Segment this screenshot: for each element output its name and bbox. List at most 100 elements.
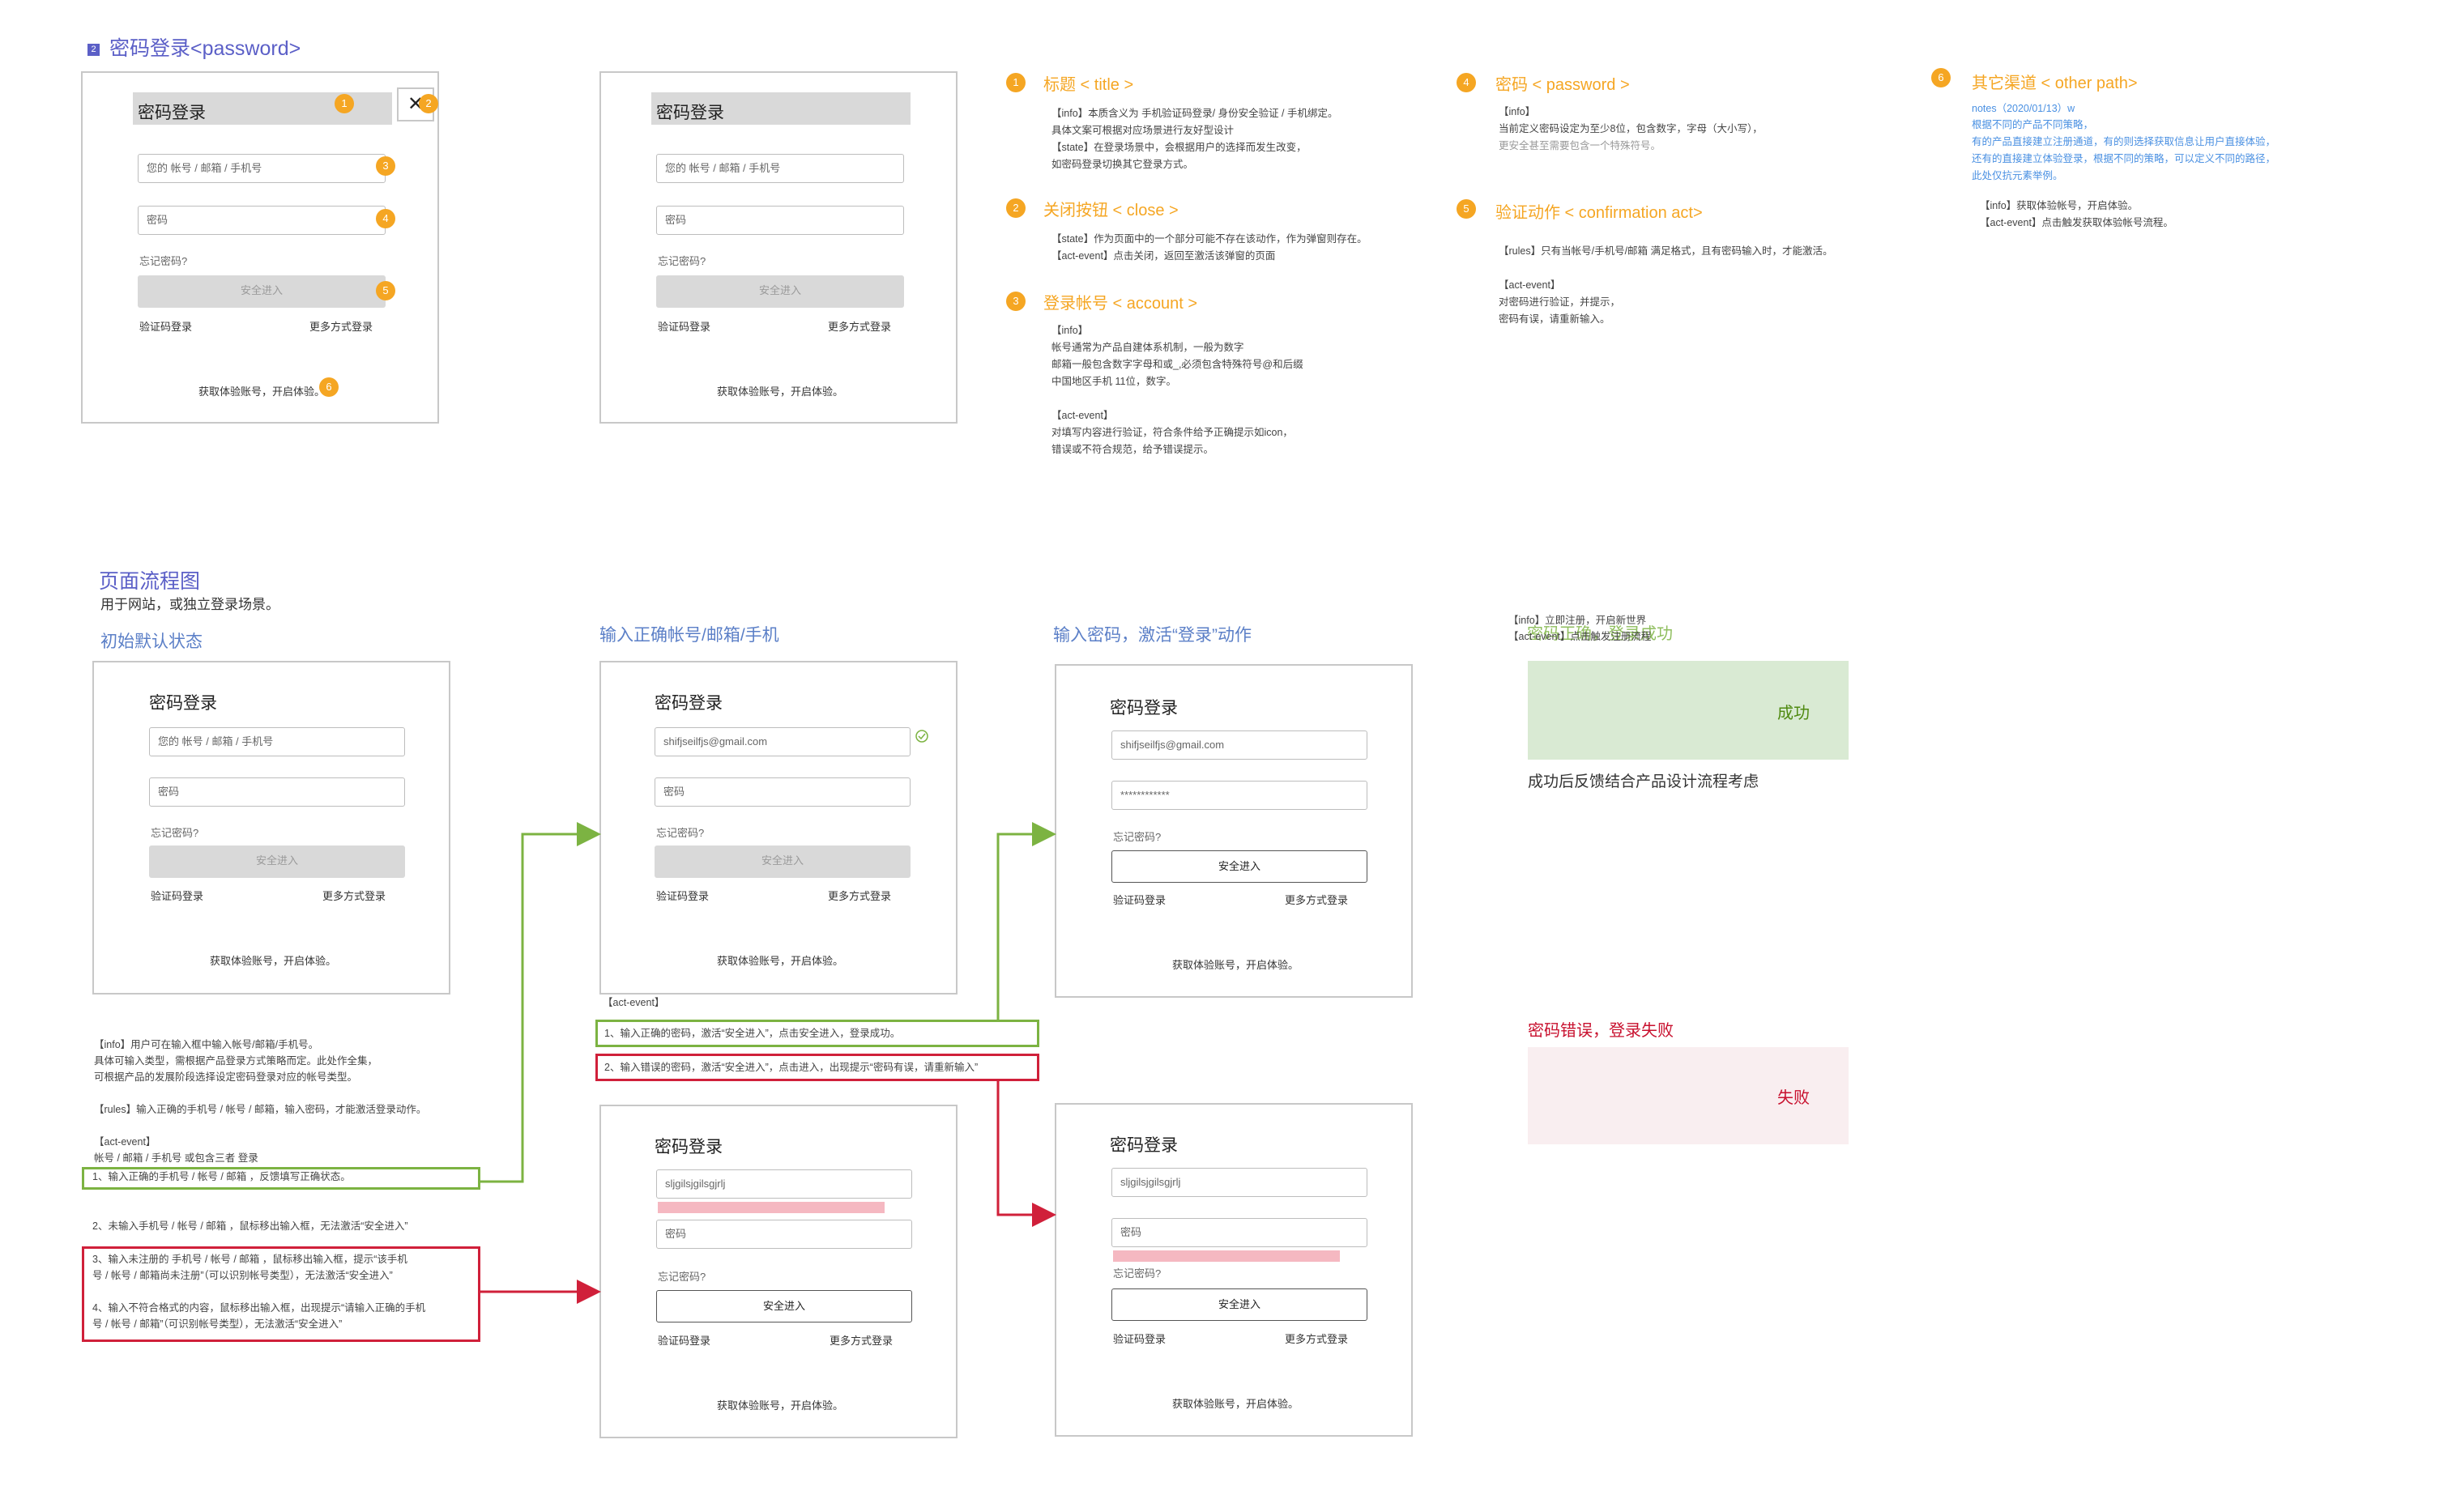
annotation-4-badge: 4 xyxy=(1457,73,1476,92)
annotation-4-title: 密码 < password > xyxy=(1495,76,1630,94)
flow-card-password-active: 密码登录 shifjseilfjs@gmail.com ************… xyxy=(1055,664,1413,998)
sms-login-link[interactable]: 验证码登录 xyxy=(1113,1333,1167,1345)
marker-6: 6 xyxy=(319,377,339,397)
password-input[interactable]: 密码 xyxy=(1111,1218,1367,1247)
more-login-link[interactable]: 更多方式登录 xyxy=(828,890,892,902)
account-input[interactable]: shifjseilfjs@gmail.com xyxy=(655,727,911,756)
submit-button[interactable]: 安全进入 xyxy=(655,845,911,878)
annotation-4-note: 更安全甚至需要包含一个特殊符号。 xyxy=(1499,140,1661,151)
success-info-note: 【info】立即注册，开启新世界 xyxy=(1508,615,1647,626)
check-icon xyxy=(915,730,928,743)
flow-card-password-error: 密码登录 sljgilsjgilsgjrlj 密码 忘记密码? 安全进入 验证码… xyxy=(1055,1103,1413,1437)
submit-button[interactable]: 安全进入 xyxy=(656,1290,912,1322)
success-caption: 成功后反馈结合产品设计流程考虑 xyxy=(1528,773,1759,790)
success-event-note: 【act-event】点击触发注册流程 xyxy=(1508,631,1652,642)
trial-link[interactable]: 获取体验账号，开启体验。 xyxy=(1171,959,1299,971)
annotation-5-body: 【rules】只有当帐号/手机号/邮箱 满足格式，且有密码输入时，才能激活。 【… xyxy=(1499,245,1833,325)
trial-link[interactable]: 获取体验账号，开启体验。 xyxy=(716,385,843,398)
green-frame-2 xyxy=(595,1020,1039,1047)
item-2-text: 2、未输入手机号 / 帐号 / 邮箱 ，鼠标移出输入框，无法激活“安全进入” xyxy=(92,1220,408,1232)
sms-login-link[interactable]: 验证码登录 xyxy=(656,890,710,902)
more-login-link[interactable]: 更多方式登录 xyxy=(322,890,386,902)
success-box: 成功 xyxy=(1528,661,1849,760)
password-error-bar xyxy=(1113,1250,1340,1262)
login-title: 密码登录 xyxy=(655,1138,723,1156)
forgot-password-link[interactable]: 忘记密码? xyxy=(656,827,705,839)
account-input[interactable]: shifjseilfjs@gmail.com xyxy=(1111,730,1367,760)
more-login-link[interactable]: 更多方式登录 xyxy=(1285,894,1349,906)
trial-link[interactable]: 获取体验账号，开启体验。 xyxy=(716,1399,843,1412)
red-frame-2 xyxy=(595,1054,1039,1081)
trial-link[interactable]: 获取体验账号，开启体验。 xyxy=(209,955,336,967)
flow-card-account-error: 密码登录 sljgilsjgilsgjrlj 密码 忘记密码? 安全进入 验证码… xyxy=(599,1105,958,1438)
flow-card-default: 密码登录 您的 帐号 / 邮箱 / 手机号 密码 忘记密码? 安全进入 验证码登… xyxy=(92,661,450,995)
fail-box-label: 失败 xyxy=(1777,1089,1810,1107)
submit-button[interactable]: 安全进入 xyxy=(1111,1288,1367,1321)
password-input[interactable]: 密码 xyxy=(149,777,405,807)
password-input[interactable]: 密码 xyxy=(138,206,386,235)
password-input[interactable]: 密码 xyxy=(655,777,911,807)
flow-title: 页面流程图 xyxy=(99,570,201,593)
sms-login-link[interactable]: 验证码登录 xyxy=(151,890,204,902)
arrow-password-ok xyxy=(996,822,1056,1020)
green-item-text: 1、输入正确的手机号 / 帐号 / 邮箱 ，反馈填写正确状态。 xyxy=(92,1171,351,1182)
marker-4: 4 xyxy=(376,209,395,228)
trial-link[interactable]: 获取体验账号，开启体验。 xyxy=(716,955,843,967)
password-input[interactable]: 密码 xyxy=(656,206,904,235)
sms-login-link[interactable]: 验证码登录 xyxy=(139,321,193,333)
trial-link[interactable]: 获取体验账号，开启体验。 xyxy=(198,385,325,398)
flow-subtitle: 用于网站，或独立登录场景。 xyxy=(100,597,279,612)
mid-green-text: 1、输入正确的密码，激活“安全进入”，点击安全进入，登录成功。 xyxy=(604,1028,901,1039)
annotation-5-title: 验证动作 < confirmation act> xyxy=(1495,204,1703,222)
submit-button[interactable]: 安全进入 xyxy=(1111,850,1367,883)
account-input[interactable]: 您的 帐号 / 邮箱 / 手机号 xyxy=(656,154,904,183)
submit-button[interactable]: 安全进入 xyxy=(149,845,405,878)
more-login-link[interactable]: 更多方式登录 xyxy=(1285,1333,1349,1345)
annotation-3-title: 登录帐号 < account > xyxy=(1043,295,1198,313)
login-title: 密码登录 xyxy=(1110,699,1178,718)
sms-login-link[interactable]: 验证码登录 xyxy=(658,1335,711,1347)
more-login-link[interactable]: 更多方式登录 xyxy=(828,321,892,333)
marker-2: 2 xyxy=(419,94,438,113)
annotation-2-body: 【state】作为页面中的一个部分可能不存在该动作，作为弹窗则存在。 【act-… xyxy=(1051,233,1367,262)
fail-box: 失败 xyxy=(1528,1047,1849,1144)
account-input[interactable]: sljgilsjgilsgjrlj xyxy=(656,1169,912,1199)
submit-button[interactable]: 安全进入 xyxy=(656,275,904,308)
state-default-label: 初始默认状态 xyxy=(100,632,203,651)
submit-button[interactable]: 安全进入 xyxy=(138,275,386,308)
marker-1: 1 xyxy=(335,94,354,113)
annotation-6-body: 【info】获取体验帐号，开启体验。 【act-event】点击触发获取体验帐号… xyxy=(1980,200,2173,228)
forgot-password-link[interactable]: 忘记密码? xyxy=(1113,1267,1162,1280)
account-error-bar xyxy=(658,1202,885,1213)
forgot-password-link[interactable]: 忘记密码? xyxy=(658,1271,706,1283)
account-input[interactable]: 您的 帐号 / 邮箱 / 手机号 xyxy=(149,727,405,756)
account-input[interactable]: sljgilsjgilsgjrlj xyxy=(1111,1168,1367,1197)
red-items-text: 3、输入未注册的 手机号 / 帐号 / 邮箱 ，鼠标移出输入框，提示“该手机 号… xyxy=(92,1254,426,1330)
forgot-password-link[interactable]: 忘记密码? xyxy=(1113,831,1162,843)
trial-link[interactable]: 获取体验账号，开启体验。 xyxy=(1171,1398,1299,1410)
flow-card-account-ok: 密码登录 shifjseilfjs@gmail.com 密码 忘记密码? 安全进… xyxy=(599,661,958,995)
success-box-label: 成功 xyxy=(1777,705,1810,722)
password-input[interactable]: 密码 xyxy=(656,1220,912,1249)
section-badge: 2 xyxy=(87,43,100,56)
sms-login-link[interactable]: 验证码登录 xyxy=(658,321,711,333)
login-card-plain: 密码登录 您的 帐号 / 邮箱 / 手机号 密码 忘记密码? 安全进入 验证码登… xyxy=(599,71,958,424)
annotation-2-badge: 2 xyxy=(1006,198,1026,218)
password-input[interactable]: ************ xyxy=(1111,781,1367,810)
state-account-label: 输入正确帐号/邮箱/手机 xyxy=(599,626,779,645)
more-login-link[interactable]: 更多方式登录 xyxy=(830,1335,894,1347)
more-login-link[interactable]: 更多方式登录 xyxy=(309,321,373,333)
fail-title: 密码错误，登录失败 xyxy=(1528,1022,1674,1040)
annotation-5-badge: 5 xyxy=(1457,199,1476,219)
forgot-password-link[interactable]: 忘记密码? xyxy=(139,255,188,267)
annotation-1-body: 【info】本质含义为 手机验证码登录/ 身份安全验证 / 手机绑定。 具体文案… xyxy=(1051,108,1338,170)
red-frame-1 xyxy=(82,1246,480,1342)
annotation-6-notes-body: 根据不同的产品不同策略， 有的产品直接建立注册通道，有的则选择获取信息让用户直接… xyxy=(1972,119,2276,181)
forgot-password-link[interactable]: 忘记密码? xyxy=(658,255,706,267)
success-title: 密码正确，登录成功 xyxy=(1527,625,1673,643)
sms-login-link[interactable]: 验证码登录 xyxy=(1113,894,1167,906)
forgot-password-link[interactable]: 忘记密码? xyxy=(151,827,199,839)
login-title: 密码登录 xyxy=(655,694,723,713)
login-title: 密码登录 xyxy=(1110,1136,1178,1155)
